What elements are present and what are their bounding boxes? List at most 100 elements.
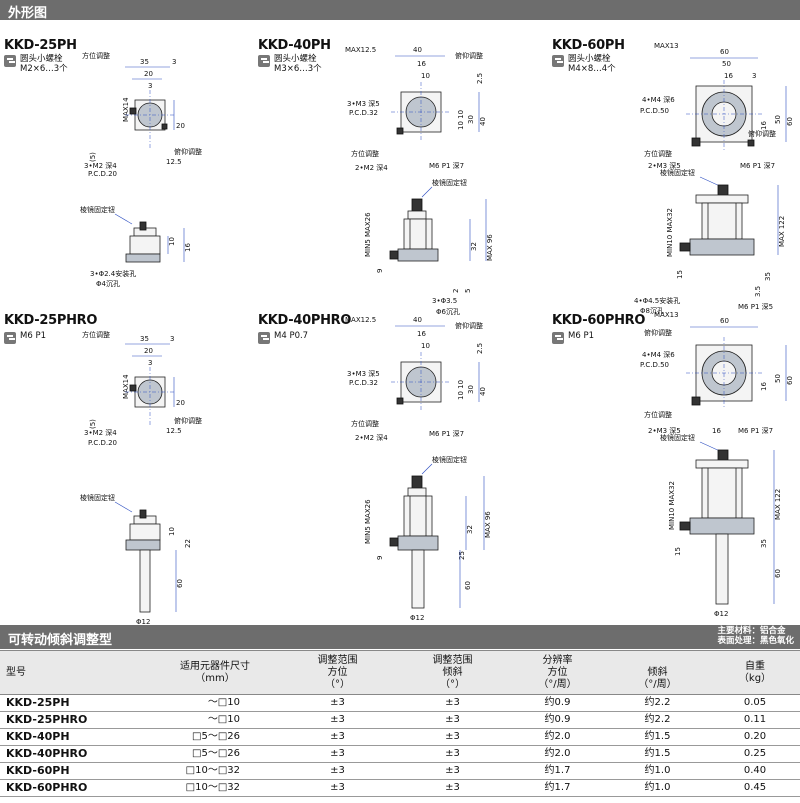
cell-model: KKD-60PH: [0, 762, 150, 780]
svg-text:俯仰调整: 俯仰调整: [748, 129, 776, 138]
header-model: 型号: [0, 650, 150, 695]
svg-text:60: 60: [720, 317, 729, 325]
svg-text:16: 16: [184, 243, 192, 252]
cell-model: KKD-60PHRO: [0, 779, 150, 797]
svg-text:棱镜固定钮: 棱镜固定钮: [660, 433, 695, 442]
cell-tilt: ±3: [395, 711, 510, 729]
cell-tilt: ±3: [395, 728, 510, 746]
svg-text:20: 20: [144, 347, 153, 355]
cell-tilt: ±3: [395, 694, 510, 712]
cell-size: ～□10: [150, 694, 280, 712]
cell-az: ±3: [280, 711, 395, 729]
svg-text:MIN10 MAX32: MIN10 MAX32: [666, 208, 674, 257]
drawing-kkd-40ph-side: 棱镜固定钮 MIN5 MAX26 32 MAX 96 9 2 5 3•Φ3.5 …: [364, 178, 494, 316]
svg-text:MIN10 MAX32: MIN10 MAX32: [668, 481, 676, 530]
cell-tilt: ±3: [395, 762, 510, 780]
svg-text:Φ12: Φ12: [410, 614, 424, 622]
svg-text:3•Φ2.4安装孔: 3•Φ2.4安装孔: [90, 269, 136, 278]
svg-text:MAX13: MAX13: [654, 42, 679, 50]
svg-text:方位调整: 方位调整: [82, 51, 110, 60]
screw-icon: [4, 55, 16, 67]
drawing-kkd-25phro-side: 棱镜固定钮 10 22 60 Φ12: [80, 493, 192, 626]
svg-text:9: 9: [376, 556, 384, 560]
cell-res-tilt: 约1.5: [605, 745, 710, 763]
svg-text:60: 60: [464, 581, 472, 590]
svg-text:40: 40: [413, 316, 422, 324]
svg-text:20: 20: [144, 70, 153, 78]
svg-text:P.C.D.20: P.C.D.20: [88, 170, 117, 178]
cell-model: KKD-25PH: [0, 694, 150, 712]
cell-res-tilt: 约2.2: [605, 711, 710, 729]
svg-text:40: 40: [479, 117, 487, 126]
svg-text:棱镜固定钮: 棱镜固定钮: [432, 455, 467, 464]
model-title: KKD-25PH: [4, 38, 77, 53]
svg-text:P.C.D.50: P.C.D.50: [640, 361, 669, 369]
svg-text:16: 16: [417, 60, 426, 68]
svg-text:10 10: 10 10: [457, 380, 465, 400]
drawing-kkd-60ph-side: 棱镜固定钮 MIN10 MAX32 MAX 122 15 35 3.5 4•Φ4…: [634, 168, 786, 315]
cell-size: □10～□32: [150, 779, 280, 797]
table-header-row: 型号 适用元器件尺寸（mm） 调整范围方位（°） 调整范围倾斜（°） 分辨率方位…: [0, 650, 800, 695]
section-header-outline: 外形图: [0, 0, 800, 21]
drawing-kkd-40phro-top: MAX12.5 40 俯仰调整 16 10 2.5 3•M3 深5 P.C.D.…: [345, 316, 487, 442]
cell-model: KKD-25PHRO: [0, 711, 150, 729]
svg-text:MAX13: MAX13: [654, 311, 679, 319]
cell-size: □5～□26: [150, 728, 280, 746]
svg-text:2•M3 深5: 2•M3 深5: [648, 426, 681, 435]
svg-text:P.C.D.50: P.C.D.50: [640, 107, 669, 115]
section-header-table: 可转动倾斜调整型 主要材料：铝合金 表面处理：黑色氧化: [0, 625, 800, 649]
svg-text:2: 2: [452, 289, 460, 293]
drawing-kkd-60ph-top: MAX13 60 50 16 3 4•M4 深6 P.C.D.50 16 50 …: [640, 42, 794, 170]
cell-res-tilt: 约1.0: [605, 762, 710, 780]
svg-text:P.C.D.20: P.C.D.20: [88, 439, 117, 447]
cell-tilt: ±3: [395, 779, 510, 797]
svg-text:棱镜固定钮: 棱镜固定钮: [80, 493, 115, 502]
cell-az: ±3: [280, 779, 395, 797]
cell-az: ±3: [280, 762, 395, 780]
svg-text:棱镜固定钮: 棱镜固定钮: [432, 178, 467, 187]
cell-res-az: 约1.7: [510, 762, 605, 780]
drawing-kkd-60phro-top: MAX13 60 俯仰调整 4•M4 深6 P.C.D.50 16 50 60 …: [640, 311, 794, 435]
material-note: 主要材料：铝合金 表面处理：黑色氧化: [717, 626, 794, 646]
header-weight: 自重（kg）: [710, 650, 800, 695]
svg-text:M6 P1 深5: M6 P1 深5: [738, 302, 773, 311]
svg-text:MIN5 MAX26: MIN5 MAX26: [364, 212, 372, 257]
screw-note: 圆头小螺栓 M2×6…3个: [4, 54, 68, 74]
svg-text:Φ12: Φ12: [136, 618, 150, 626]
drawings-area: KKD-25PH 圆头小螺栓 M2×6…3个 方位调整 35 3 20 3 MA…: [0, 22, 800, 626]
spec-table: 型号 适用元器件尺寸（mm） 调整范围方位（°） 调整范围倾斜（°） 分辨率方位…: [0, 650, 800, 797]
svg-text:M6 P1 深7: M6 P1 深7: [429, 429, 464, 438]
svg-text:60: 60: [720, 48, 729, 56]
cell-res-az: 约1.7: [510, 779, 605, 797]
svg-text:MAX14: MAX14: [122, 97, 130, 122]
svg-text:35: 35: [760, 539, 768, 548]
svg-text:4•M4 深6: 4•M4 深6: [642, 350, 675, 359]
svg-text:3•M3 深5: 3•M3 深5: [347, 369, 380, 378]
svg-text:方位调整: 方位调整: [351, 149, 379, 158]
svg-text:2•M2 深4: 2•M2 深4: [355, 433, 388, 442]
svg-text:10: 10: [168, 527, 176, 536]
cell-res-az: 约0.9: [510, 711, 605, 729]
svg-text:60: 60: [176, 579, 184, 588]
svg-text:50: 50: [774, 115, 782, 124]
cell-size: ～□10: [150, 711, 280, 729]
cell-res-tilt: 约1.5: [605, 728, 710, 746]
svg-text:MAX14: MAX14: [122, 374, 130, 399]
cell-weight: 0.45: [710, 779, 800, 797]
svg-text:22: 22: [184, 539, 192, 548]
svg-text:5: 5: [464, 289, 472, 293]
svg-text:2.5: 2.5: [476, 73, 484, 84]
svg-text:方位调整: 方位调整: [644, 149, 672, 158]
svg-text:16: 16: [417, 330, 426, 338]
svg-text:俯仰调整: 俯仰调整: [174, 147, 202, 156]
svg-text:3: 3: [148, 359, 152, 367]
cell-az: ±3: [280, 745, 395, 763]
svg-text:方位调整: 方位调整: [82, 330, 110, 339]
svg-text:M6 P1 深7: M6 P1 深7: [429, 161, 464, 170]
drawing-kkd-40phro-side: 棱镜固定钮 MIN5 MAX26 32 MAX 96 9 25 60 Φ12: [364, 455, 492, 622]
screw-icon: [258, 55, 270, 67]
